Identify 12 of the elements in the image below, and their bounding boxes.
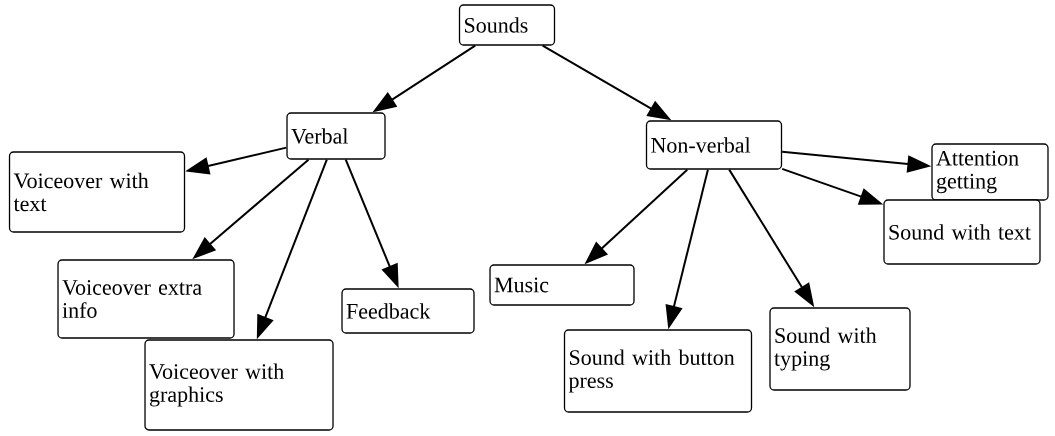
- category-box: Sound with button press: [563, 329, 753, 413]
- category-box: Verbal: [286, 112, 386, 160]
- category-box: Music: [489, 264, 635, 306]
- category-box: Voiceover with text: [8, 151, 186, 233]
- category-box: Voiceover extra info: [57, 259, 235, 339]
- category-box: Voiceover with graphics: [144, 339, 334, 431]
- category-box: Attention getting: [931, 143, 1049, 201]
- category-box: Non-verbal: [645, 120, 783, 170]
- category-box: Feedback: [341, 288, 475, 334]
- category-box: Sounds: [458, 4, 556, 46]
- category-box: Sound with typing: [769, 307, 911, 391]
- category-box: Sound with text: [883, 199, 1041, 265]
